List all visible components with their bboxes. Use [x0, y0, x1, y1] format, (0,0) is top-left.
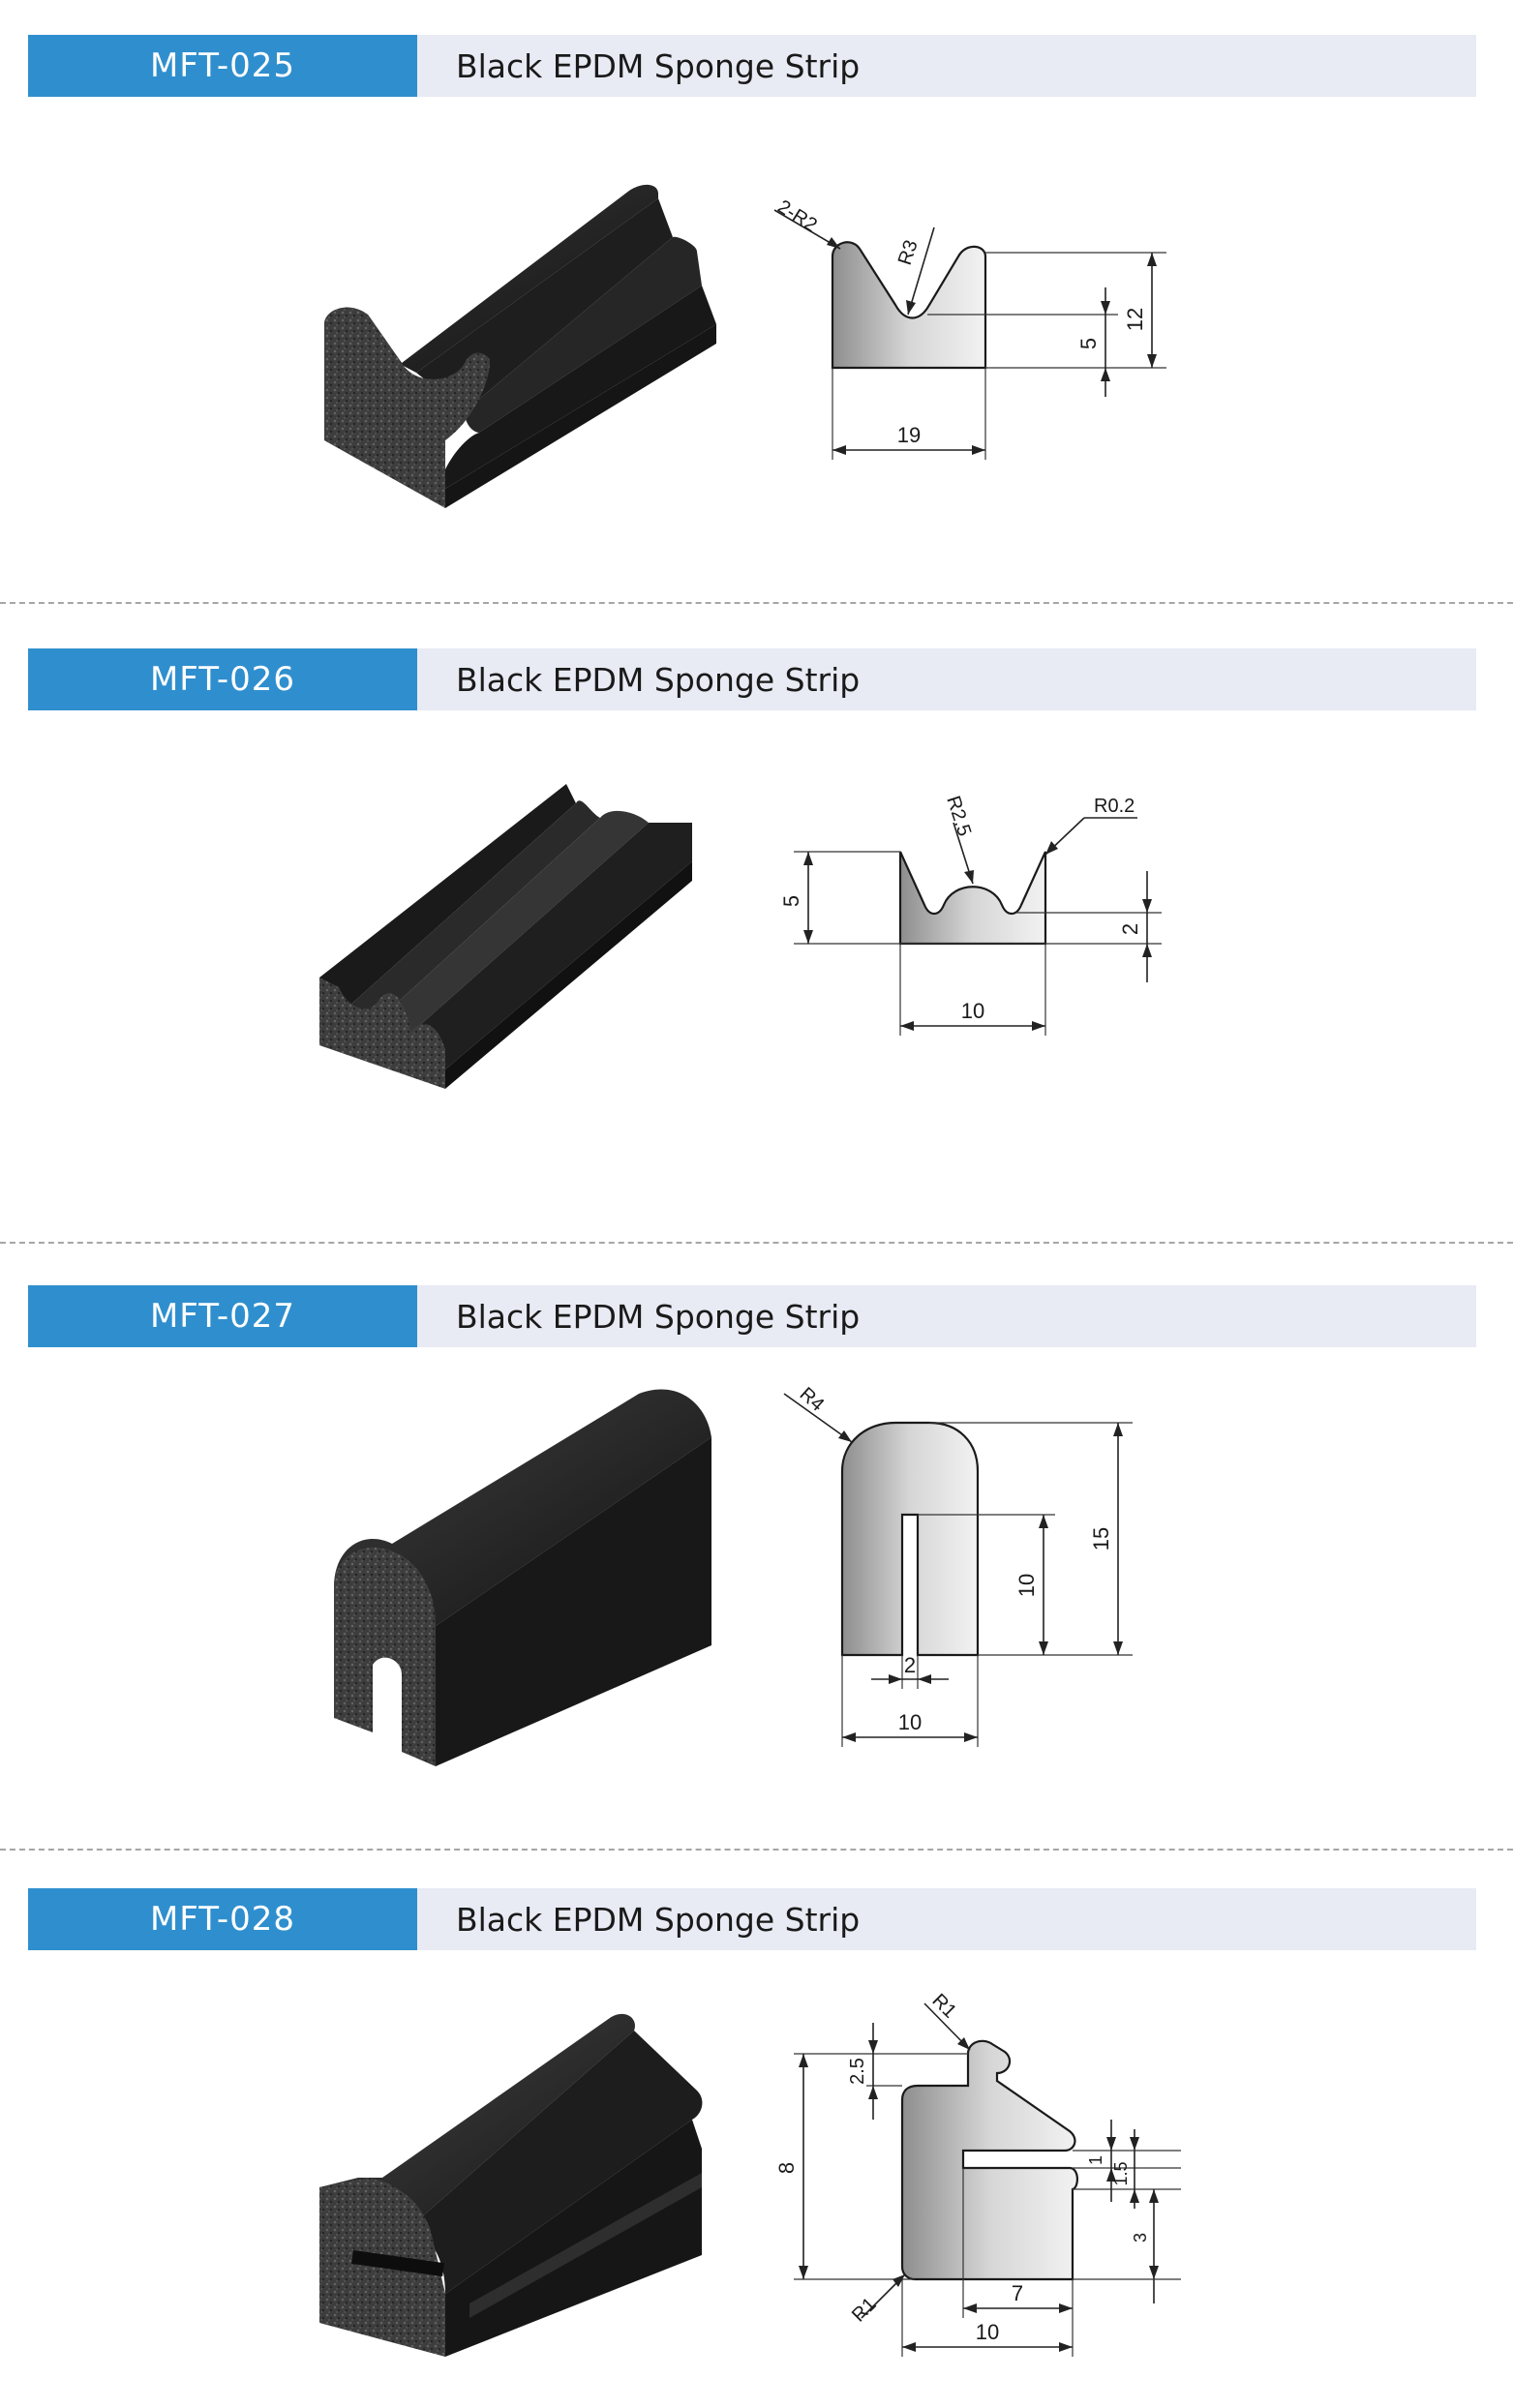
dim-slot-depth: 10	[1014, 1574, 1039, 1597]
dim-height: 12	[1123, 308, 1147, 331]
dim-radius: R4	[796, 1384, 829, 1416]
product-header: MFT-026 Black EPDM Sponge Strip	[28, 648, 1476, 710]
dim-slot-depth: 7	[1012, 2281, 1023, 2305]
product-header: MFT-028 Black EPDM Sponge Strip	[28, 1888, 1476, 1950]
dim-radius-groove: R3	[894, 237, 923, 267]
product-code: MFT-028	[28, 1888, 417, 1950]
profile-drawing: 15 10 2 10 R4	[783, 1384, 1133, 1747]
dim-radius-bottom: R1	[848, 2294, 881, 2327]
product-code: MFT-027	[28, 1285, 417, 1347]
dim-height: 15	[1089, 1527, 1113, 1550]
profile-drawing: 5 2 10 R2.5 R0.2	[779, 794, 1162, 1036]
dim-groove-depth: 2	[1118, 923, 1142, 935]
dim-radius-edge: R0.2	[1094, 796, 1135, 817]
section-divider	[0, 1849, 1513, 1851]
product-header: MFT-025 Black EPDM Sponge Strip	[28, 35, 1476, 97]
dim-lip: 2.5	[847, 2058, 868, 2085]
dim-width: 10	[976, 2320, 999, 2344]
product-name: Black EPDM Sponge Strip	[417, 648, 1476, 710]
product-photo	[319, 784, 692, 1089]
dim-slot-width: 2	[904, 1653, 916, 1677]
dim-groove-depth: 5	[1076, 338, 1101, 349]
dim-width: 10	[961, 999, 984, 1023]
product-photo	[319, 2013, 703, 2357]
dim-width: 19	[897, 423, 921, 447]
profile-drawing: 8 2.5 1 1.5 3 7 10 R1 R1	[774, 1990, 1181, 2357]
profile-drawing: 12 5 19 2-R2 R3	[773, 196, 1166, 460]
product-code: MFT-025	[28, 35, 417, 97]
dim-b: 1.5	[1111, 2161, 1131, 2185]
dim-radius-top: R1	[927, 1990, 960, 2023]
product-header: MFT-027 Black EPDM Sponge Strip	[28, 1285, 1476, 1347]
dim-c: 3	[1131, 2233, 1150, 2242]
dim-radius-center: R2.5	[942, 794, 975, 839]
product-name: Black EPDM Sponge Strip	[417, 35, 1476, 97]
product-code: MFT-026	[28, 648, 417, 710]
dim-a: 1	[1086, 2155, 1105, 2165]
section-divider	[0, 602, 1513, 604]
product-photo	[324, 184, 716, 508]
dim-width: 10	[898, 1710, 922, 1734]
product-photo	[334, 1389, 711, 1766]
dim-radius-top: 2-R2	[773, 196, 820, 237]
dim-height: 5	[779, 895, 803, 907]
product-name: Black EPDM Sponge Strip	[417, 1285, 1476, 1347]
section-divider	[0, 1242, 1513, 1244]
product-name: Black EPDM Sponge Strip	[417, 1888, 1476, 1950]
dim-height: 8	[774, 2162, 799, 2174]
